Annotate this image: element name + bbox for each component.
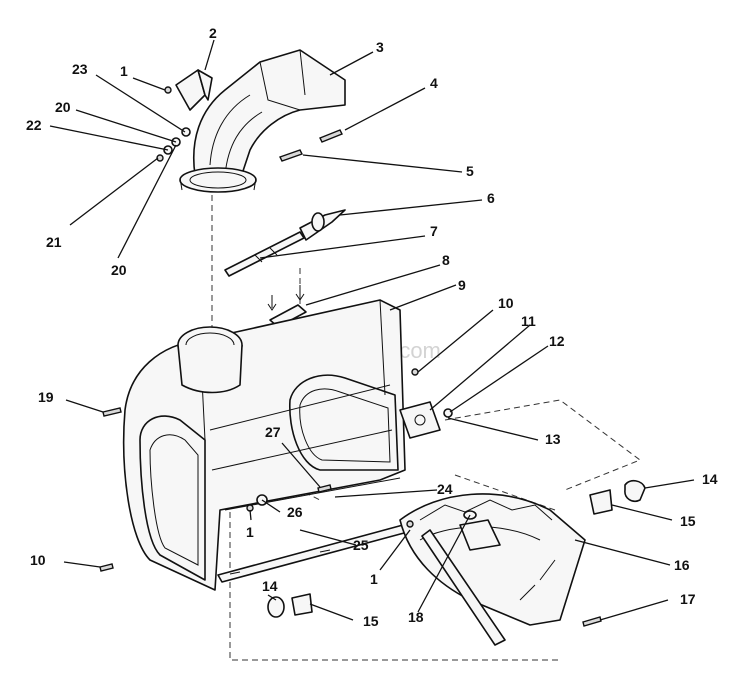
callout-1-lower: 1 <box>370 571 378 587</box>
callout-8: 8 <box>442 252 450 268</box>
callout-1: 1 <box>120 63 128 79</box>
callout-22: 22 <box>26 117 42 133</box>
callout-13: 13 <box>545 431 561 447</box>
callout-10-lower: 10 <box>30 552 46 568</box>
callout-10: 10 <box>498 295 514 311</box>
callout-15: 15 <box>680 513 696 529</box>
callout-21: 21 <box>46 234 62 250</box>
callout-17: 17 <box>680 591 696 607</box>
callout-1-center: 1 <box>246 524 254 540</box>
callout-24: 24 <box>437 481 453 497</box>
callout-7: 7 <box>430 223 438 239</box>
auger-housing <box>122 299 406 591</box>
callout-14: 14 <box>702 471 718 487</box>
discharge-chute <box>179 49 346 193</box>
chute-deflector-bracket <box>175 69 213 111</box>
chute-crank-rod <box>224 209 346 277</box>
callout-27: 27 <box>265 424 281 440</box>
callout-4: 4 <box>430 75 438 91</box>
callout-26: 26 <box>287 504 303 520</box>
callout-20-lower: 20 <box>111 262 127 278</box>
callout-12: 12 <box>549 333 565 349</box>
callout-16: 16 <box>674 557 690 573</box>
callout-labels: 2 3 1 23 4 20 22 5 21 20 6 7 8 9 10 11 1… <box>26 25 718 629</box>
callout-6: 6 <box>487 190 495 206</box>
auger-bearings <box>267 479 646 618</box>
callout-leaders <box>49 39 695 621</box>
callout-25: 25 <box>353 537 369 553</box>
callout-20: 20 <box>55 99 71 115</box>
auger-assembly <box>399 493 586 646</box>
callout-5: 5 <box>466 163 474 179</box>
bearing-plate <box>399 401 441 439</box>
callout-15-lower: 15 <box>363 613 379 629</box>
callout-18: 18 <box>408 609 424 625</box>
callout-9: 9 <box>458 277 466 293</box>
callout-19: 19 <box>38 389 54 405</box>
callout-2: 2 <box>209 25 217 41</box>
callout-11: 11 <box>521 313 536 329</box>
callout-3: 3 <box>376 39 384 55</box>
callout-23: 23 <box>72 61 88 77</box>
callout-14-lower: 14 <box>262 578 278 594</box>
